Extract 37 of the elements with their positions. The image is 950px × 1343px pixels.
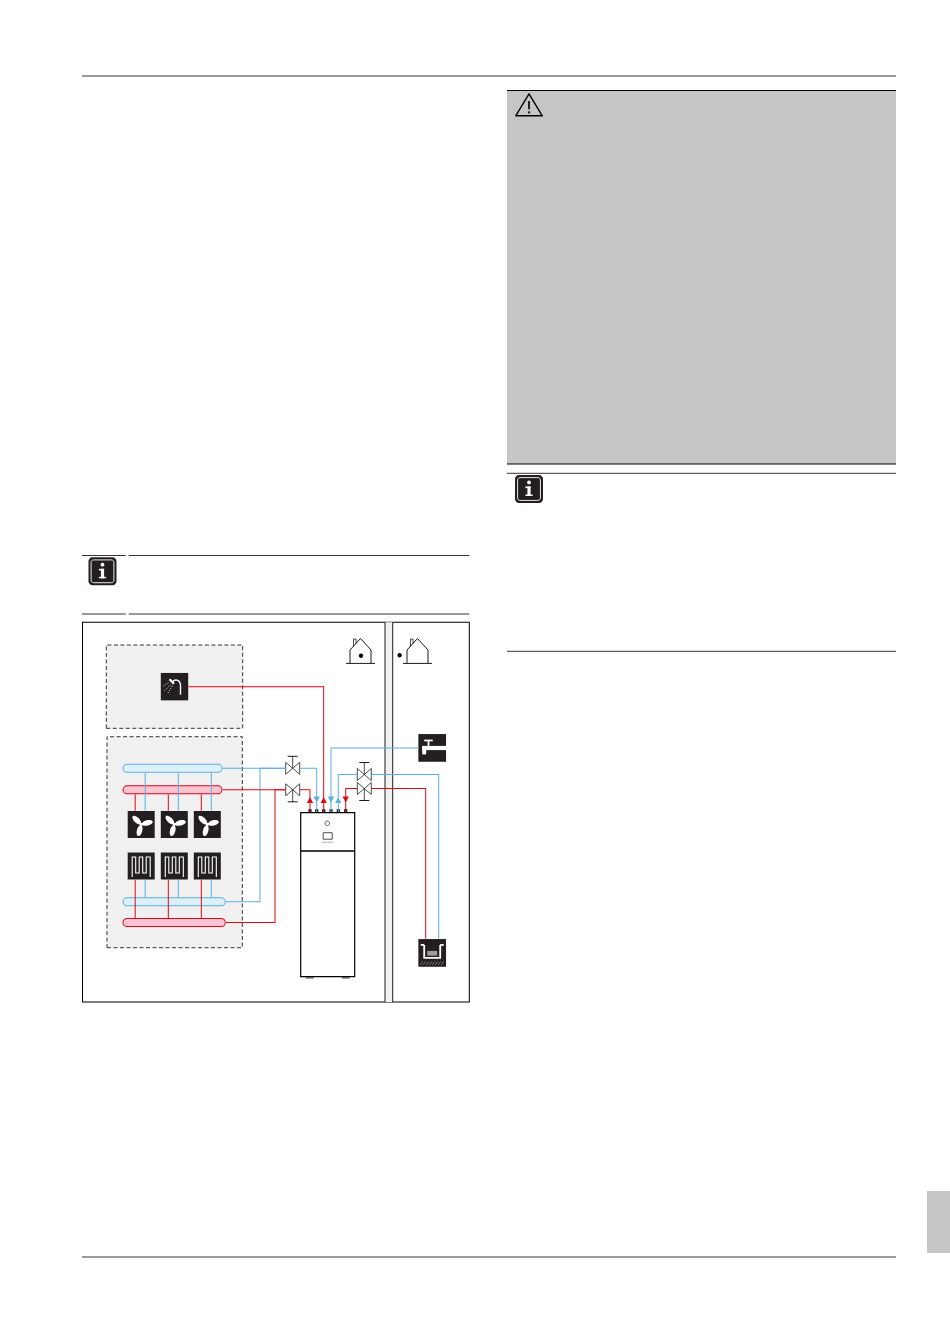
pipe — [210, 879, 212, 898]
pipe — [210, 772, 212, 812]
pipe — [225, 767, 286, 903]
tap-icon — [418, 734, 447, 762]
pipe — [371, 774, 440, 940]
pipe — [144, 772, 146, 812]
indoor-unit — [299, 809, 356, 979]
fan-icon — [127, 811, 155, 838]
pipe — [177, 772, 179, 812]
pipe — [225, 789, 286, 923]
pipe — [335, 774, 358, 813]
fan-icon — [193, 811, 221, 838]
manifold-pipe — [122, 918, 226, 927]
pipe — [299, 767, 320, 813]
valve-symbol — [356, 782, 372, 801]
pipe — [371, 788, 427, 940]
basin-icon — [418, 939, 447, 967]
pipe — [134, 879, 136, 919]
pipe — [167, 793, 169, 812]
pipe — [177, 879, 179, 898]
manifold-pipe — [122, 763, 223, 773]
pipe — [187, 686, 327, 813]
zone-box — [105, 644, 244, 729]
valve-symbol — [285, 783, 301, 803]
valve-symbol — [285, 755, 301, 775]
valve-symbol — [356, 762, 372, 781]
pipe — [328, 747, 419, 813]
pipe — [144, 879, 146, 898]
pipe — [200, 879, 202, 919]
pipe — [167, 879, 169, 919]
pipe — [200, 793, 202, 812]
pipe — [134, 793, 136, 812]
pipe — [342, 788, 358, 813]
manifold-pipe — [122, 785, 223, 795]
pipe — [299, 789, 313, 813]
manifold-pipe — [122, 897, 226, 907]
fan-icon — [160, 811, 188, 838]
